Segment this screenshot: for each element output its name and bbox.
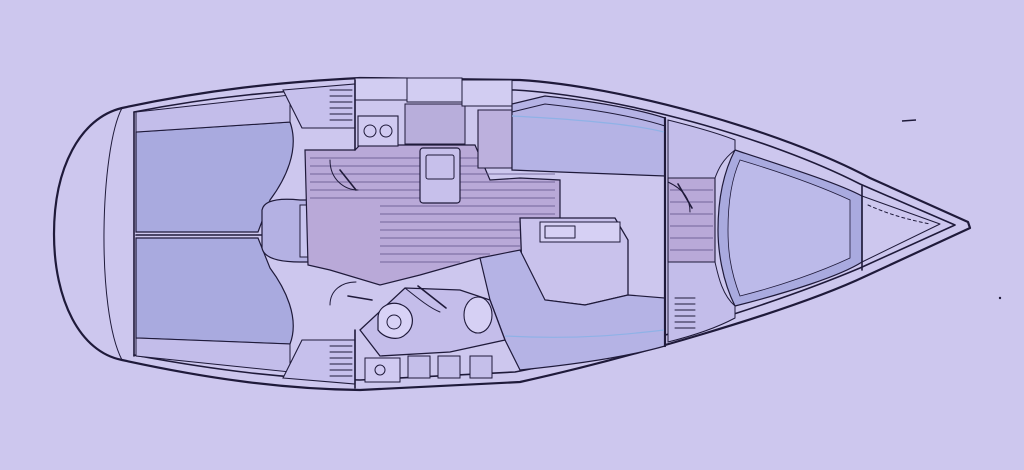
stern-curve	[103, 107, 123, 361]
vent-lines-upper	[329, 89, 353, 121]
door-aft-port	[329, 159, 359, 191]
galley-upper-cabinet-1	[354, 77, 408, 101]
stove-burner-2	[379, 124, 393, 138]
head-basin	[463, 296, 493, 334]
anchor-well	[861, 195, 941, 263]
door-head	[404, 287, 441, 313]
bow-dash	[867, 204, 931, 225]
nav-panel	[364, 357, 401, 383]
blue-trim-upper	[511, 115, 665, 133]
door-handle-1	[339, 169, 357, 191]
blue-trim-lower	[504, 329, 665, 338]
settee-upper-back	[511, 103, 666, 127]
door-aft-starboard	[329, 281, 357, 306]
toilet-bowl	[386, 314, 402, 330]
nav-gauge	[374, 364, 386, 376]
paper-mark-2	[998, 296, 1002, 300]
galley-sink	[419, 147, 461, 204]
galley-sink-basin	[425, 154, 455, 180]
forward-locker-upper	[667, 119, 736, 179]
galley-upper-cabinet-3	[461, 79, 513, 107]
locker-1	[407, 355, 431, 379]
door-handle-3	[417, 285, 447, 309]
galley-stove	[357, 115, 399, 147]
paper-mark-1	[901, 119, 917, 122]
vent-lines-lower	[329, 345, 353, 377]
door-handle-2	[347, 295, 373, 301]
galley-upper-cabinet-2	[406, 77, 463, 103]
forward-floor-planks	[670, 189, 713, 251]
door-handle-4	[677, 183, 693, 209]
table-inset	[544, 225, 576, 239]
forward-berth-inner	[727, 159, 851, 297]
aft-locker-upper	[135, 94, 291, 133]
saloon-settee-lower	[479, 249, 666, 371]
locker-2	[437, 355, 461, 379]
table-leaf	[539, 221, 621, 243]
forward-vent-lines	[674, 297, 696, 329]
galley-counter	[404, 103, 466, 145]
forward-cabin-floor	[667, 177, 716, 263]
stove-burner-1	[363, 124, 377, 138]
galley-fridge	[477, 109, 513, 169]
locker-3	[469, 355, 493, 379]
toilet	[377, 302, 413, 339]
